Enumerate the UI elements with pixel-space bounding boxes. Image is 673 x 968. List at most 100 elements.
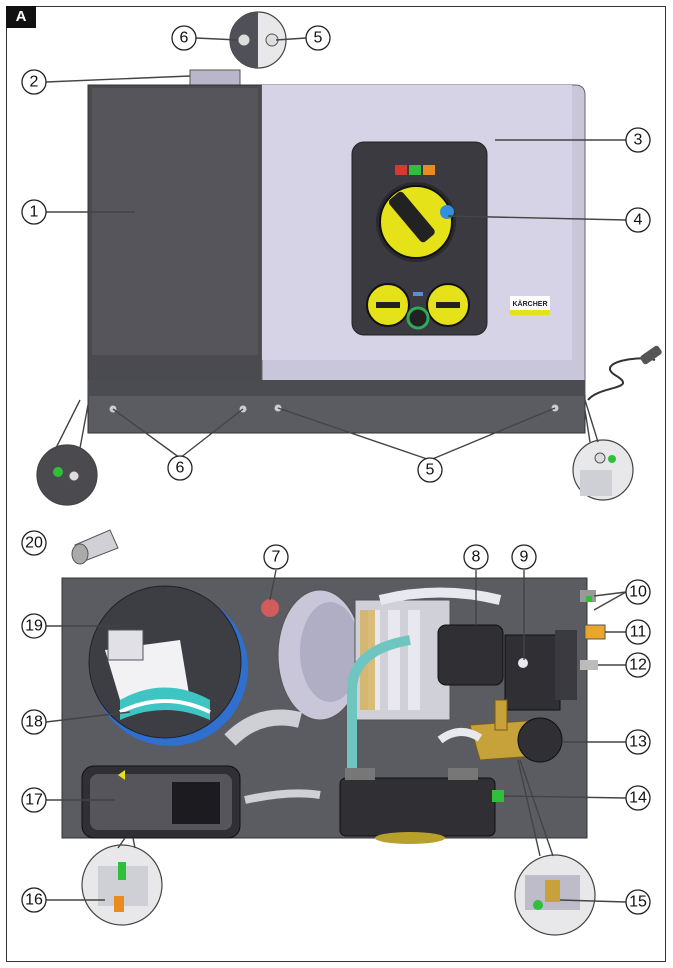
gauge-led bbox=[413, 292, 423, 296]
electronics-terminal bbox=[345, 768, 375, 780]
callout-label: 1 bbox=[30, 204, 39, 221]
detail-right-housing bbox=[580, 470, 612, 496]
callout-6: 6 bbox=[171, 25, 197, 51]
detail-right-screw bbox=[572, 439, 634, 501]
detail-16-green bbox=[118, 862, 126, 880]
leader-18 bbox=[45, 711, 131, 723]
burner-electrode bbox=[107, 629, 144, 661]
callout-19: 19 bbox=[21, 613, 47, 639]
connector-12 bbox=[580, 660, 598, 670]
leader-10 bbox=[593, 591, 627, 597]
pump-motor-body bbox=[437, 624, 504, 686]
brand-logo: KÄRCHER bbox=[510, 296, 550, 315]
figure-frame bbox=[6, 6, 666, 962]
callout-8: 8 bbox=[463, 544, 489, 570]
burner-fan bbox=[88, 585, 248, 746]
top-pipe bbox=[378, 587, 502, 605]
callout-label: 12 bbox=[629, 657, 647, 674]
callout-label: 6 bbox=[180, 30, 189, 47]
electronics-terminal bbox=[448, 768, 478, 780]
connector-end bbox=[71, 543, 89, 565]
detail-15 bbox=[514, 854, 596, 936]
fuel-hose bbox=[244, 789, 321, 804]
detail-16-orange bbox=[114, 896, 124, 912]
leader-6b bbox=[179, 408, 244, 459]
left-knob-grip bbox=[376, 302, 400, 308]
callout-4: 4 bbox=[625, 207, 651, 233]
leader-5a bbox=[275, 37, 307, 41]
indicator-green bbox=[409, 165, 421, 175]
callouts: 6 5 2 3 1 4 6 5 20 7 8 9 10 11 12 19 18 … bbox=[21, 25, 651, 915]
callout-label: 9 bbox=[520, 549, 529, 566]
callout-14: 14 bbox=[625, 785, 651, 811]
callout-label: 5 bbox=[426, 462, 435, 479]
callout-7: 7 bbox=[263, 544, 289, 570]
callout-label: 18 bbox=[25, 714, 43, 731]
dark-side-cover-face bbox=[92, 88, 258, 355]
red-plug bbox=[261, 599, 279, 617]
callout-11: 11 bbox=[625, 619, 651, 645]
brand-logo-box bbox=[510, 296, 550, 310]
callout-label: 15 bbox=[629, 894, 647, 911]
callout-label: 2 bbox=[30, 74, 39, 91]
dial-pointer bbox=[388, 191, 435, 243]
callout-label: 7 bbox=[272, 549, 281, 566]
callout-label: 20 bbox=[25, 535, 43, 552]
solenoid-side bbox=[555, 630, 577, 700]
fuel-filter-marker bbox=[118, 770, 125, 780]
callout-15: 15 bbox=[625, 889, 651, 915]
callout-label: 17 bbox=[25, 792, 43, 809]
callout-label: 11 bbox=[630, 624, 647, 641]
callout-label: 19 bbox=[25, 618, 43, 635]
heat-exchanger bbox=[347, 587, 502, 770]
indicator-orange bbox=[423, 165, 435, 175]
leader-2 bbox=[45, 75, 191, 83]
base-shadow bbox=[88, 380, 585, 396]
connector-11 bbox=[584, 624, 606, 640]
blower-face bbox=[300, 602, 360, 702]
callout-6: 6 bbox=[167, 455, 193, 481]
flex-duct bbox=[224, 709, 302, 746]
detail-left-green-screw bbox=[53, 467, 63, 477]
detail-15-brass bbox=[545, 880, 560, 902]
callout-label: 3 bbox=[634, 132, 643, 149]
callout-1: 1 bbox=[21, 199, 47, 225]
callout-2: 2 bbox=[21, 69, 47, 95]
callout-13: 13 bbox=[625, 729, 651, 755]
gauge-button[interactable] bbox=[406, 306, 430, 330]
leader-6b bbox=[112, 408, 181, 459]
cyan-hose bbox=[347, 635, 411, 770]
power-cable-line bbox=[587, 357, 656, 401]
pump-motor bbox=[437, 624, 504, 686]
solenoid-body bbox=[504, 634, 561, 711]
leader-5b bbox=[277, 407, 431, 461]
dial-blue-marker bbox=[440, 205, 454, 219]
leader-14 bbox=[503, 795, 627, 799]
leader-detail-16 bbox=[117, 837, 126, 849]
power-plug bbox=[640, 345, 662, 365]
coil-segment bbox=[388, 610, 400, 710]
leader-detail-right bbox=[584, 399, 599, 443]
callout-label: 14 bbox=[629, 790, 647, 807]
connector-10-led bbox=[586, 596, 592, 602]
valve-hose bbox=[437, 728, 483, 744]
detail-16 bbox=[81, 844, 163, 926]
callout-5: 5 bbox=[305, 25, 331, 51]
leader-detail-left bbox=[54, 399, 81, 451]
figure-tag: A bbox=[6, 6, 36, 28]
control-panel bbox=[351, 141, 488, 336]
callout-label: 6 bbox=[176, 460, 185, 477]
callout-12: 12 bbox=[625, 652, 651, 678]
electronics-box bbox=[339, 768, 504, 844]
callout-16: 16 bbox=[21, 887, 47, 913]
blower bbox=[224, 589, 363, 746]
solenoid-unit bbox=[504, 630, 577, 711]
leader-detail-15 bbox=[517, 759, 541, 857]
detail-15-green bbox=[533, 900, 543, 910]
callout-18: 18 bbox=[21, 709, 47, 735]
callout-17: 17 bbox=[21, 787, 47, 813]
electronics-box-body bbox=[339, 777, 496, 837]
callout-3: 3 bbox=[625, 127, 651, 153]
leader-6a bbox=[195, 37, 239, 41]
